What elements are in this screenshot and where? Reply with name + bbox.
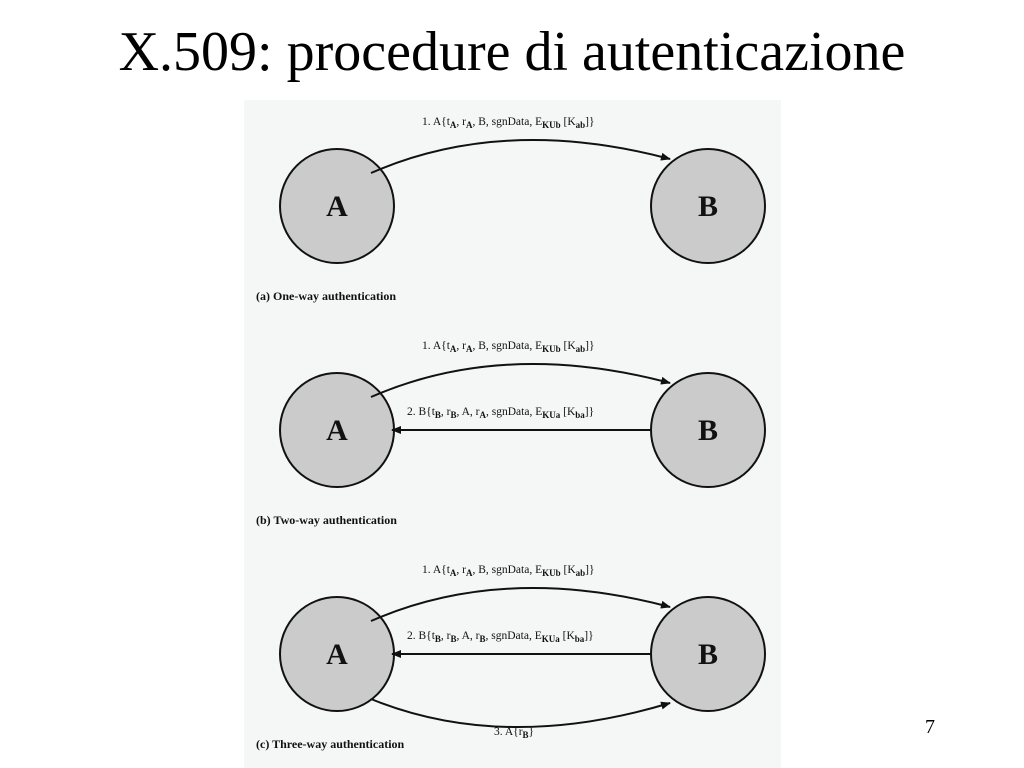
node-a-label: A: [326, 190, 348, 223]
message-arrow-1: [370, 139, 671, 174]
message-label: 2. B{tB, rB, A, rB, sgnData, EKUa [Kba]}: [407, 630, 594, 644]
message-label: 1. A{tA, rA, B, sgnData, EKUb [Kab]}: [422, 116, 595, 130]
panel-c: A B 1. A{tA, rA, B, sgnData, EKUb [Kab]} 2.…: [256, 564, 766, 751]
panel-a: A B 1. A{tA, rA, B, sgnData, EKUb [Kab]} (a…: [256, 116, 766, 303]
panel-caption: (a) One-way authentication: [256, 289, 396, 303]
message-label: 1. A{tA, rA, B, sgnData, EKUb [Kab]}: [422, 340, 595, 354]
message-label: 1. A{tA, rA, B, sgnData, EKUb [Kab]}: [422, 564, 595, 578]
slide-title: X.509: procedure di autenticazione: [118, 21, 906, 83]
node-b-label: B: [698, 414, 718, 447]
panel-caption: (b) Two-way authentication: [256, 513, 397, 527]
message-label: 3. A{rB}: [494, 726, 534, 740]
message-arrow-1: [370, 587, 671, 622]
node-b-label: B: [698, 638, 718, 671]
panel-caption: (c) Three-way authentication: [256, 737, 405, 751]
page-number: 7: [925, 716, 935, 738]
node-b-circle: [650, 148, 766, 264]
authentication-diagram: A B 1. A{tA, rA, B, sgnData, EKUb [Kab]} (a…: [244, 100, 781, 768]
message-arrow-3: [370, 698, 671, 728]
node-a-label: A: [326, 638, 348, 671]
message-arrow-1: [370, 363, 671, 398]
node-a-circle: [279, 148, 395, 264]
node-a-label: A: [326, 414, 348, 447]
node-b-label: B: [698, 190, 718, 223]
panel-b: A B 1. A{tA, rA, B, sgnData, EKUb [Kab]} 2.…: [256, 340, 766, 527]
message-label: 2. B{tB, rB, A, rA, sgnData, EKUa [Kba]}: [407, 406, 594, 420]
